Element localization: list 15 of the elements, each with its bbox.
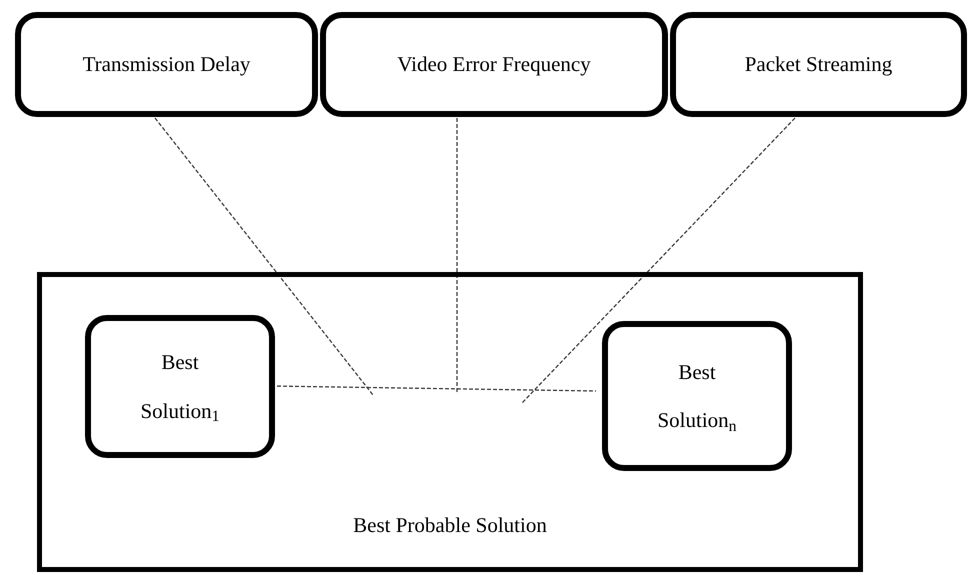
box-label: Best Solution$_{1}$ <box>139 349 221 428</box>
rounded-box <box>602 321 792 471</box>
rounded-box <box>85 315 275 458</box>
dashed-connector <box>154 118 374 396</box>
box-label: Best Solution$_{n}$ <box>656 358 738 437</box>
dashed-connector <box>456 118 458 392</box>
box-label: Best Probable Solution <box>353 512 547 538</box>
dashed-connector <box>522 118 796 404</box>
box-label: Transmission Delay <box>82 50 250 78</box>
rounded-box <box>15 12 318 117</box>
rounded-box <box>320 12 668 117</box>
box-label: Video Error Frequency <box>397 50 591 78</box>
rounded-box <box>670 12 967 117</box>
box-label: Packet Streaming <box>744 50 892 78</box>
container-box <box>37 272 863 572</box>
